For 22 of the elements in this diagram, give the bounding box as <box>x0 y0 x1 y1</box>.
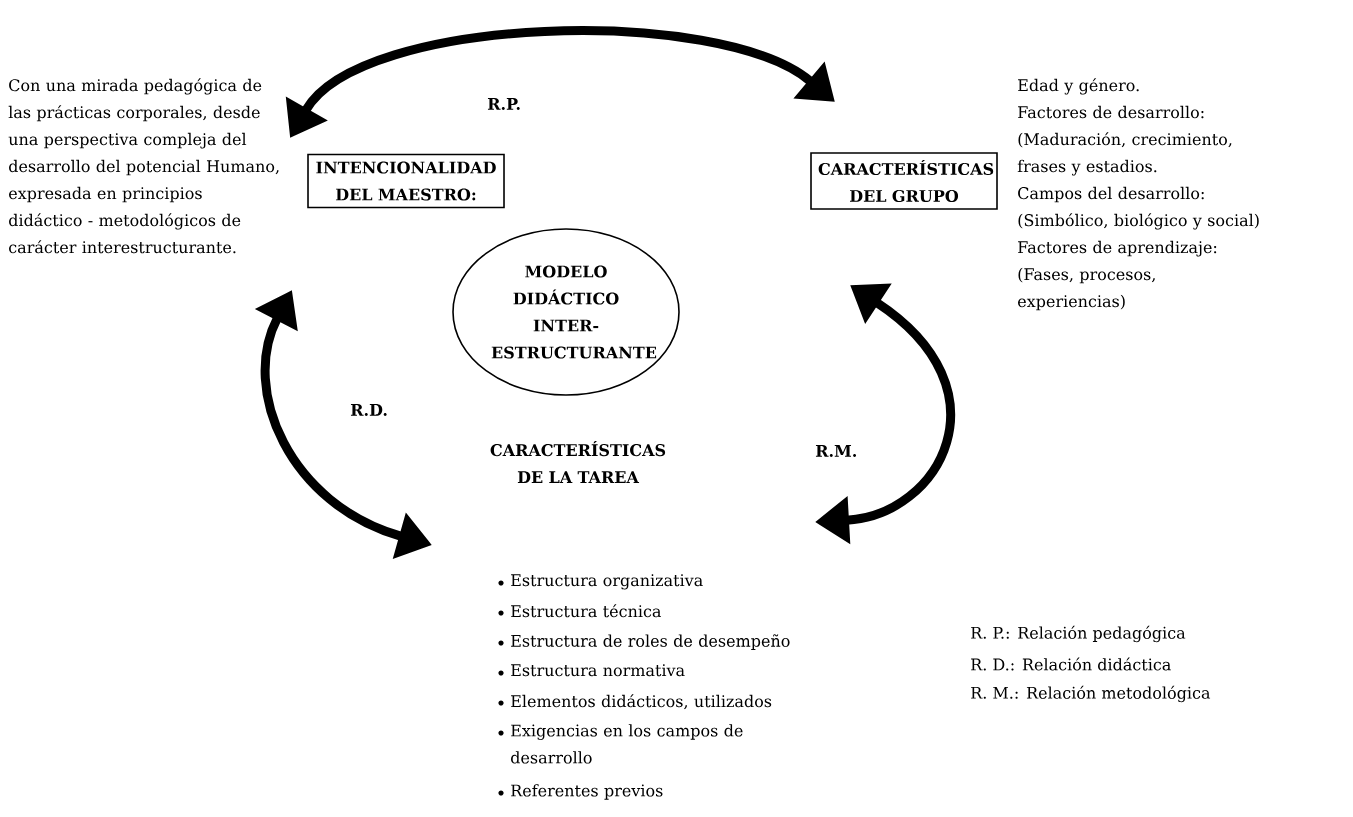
description-text: Con una mirada pedagógica de las prácticas corporales, desde una perspectiva compleja del desarrollo del potencial Humano, expresada en principios didáctico - metodológicos de carácter interestructurante. <box>8 78 279 254</box>
list-item: Referentes previos <box>511 784 663 800</box>
legend-text: R. P.: Relación pedagógica <box>971 625 1186 643</box>
legend-text: R. D.: Relación didáctica <box>971 657 1171 671</box>
node-label: Factores de desarrollo: (Maduración, crecimiento, frases y estadios. <box>1017 105 1232 176</box>
list-item: Estructura técnica <box>511 604 661 618</box>
heading-text: CARACTERÍSTICAS DE LA TAREA <box>490 441 666 483</box>
node-label: Edad y género. <box>1018 78 1139 95</box>
relation-label: R.P. <box>487 98 520 110</box>
list-item: Estructura de roles de desempeño <box>511 634 790 650</box>
description-text: Edad y género. Factores de desarrollo: (Maduración, crecimiento, frases y estadios. Campos del desarrollo: (Simbólico, biológico y social) Factores de aprendizaje: (Fases, procesos, experiencias) <box>1017 78 1259 311</box>
process-box: INTENCIONALIDAD DEL MAESTRO: <box>307 153 505 209</box>
relation-label: R.D. <box>350 404 387 416</box>
process-box: CARACTERÍSTICAS DEL GRUPO <box>810 152 998 210</box>
list-item: Estructura normativa <box>511 664 685 677</box>
list-item: Exigencias en los campos de desarrollo <box>511 724 743 764</box>
list-item: Elementos didácticos, utilizados <box>511 694 772 710</box>
relation-label: R.M. <box>815 445 857 457</box>
list-item: Estructura organizativa <box>511 574 703 590</box>
node-label: Campos del desarrollo: (Simbólico, biológico y social) <box>1018 186 1259 230</box>
legend-text: R. M.: Relación metodológica <box>971 685 1211 703</box>
node-label: Factores de aprendizaje: (Fases, procesos, experiencias) <box>1018 240 1217 311</box>
